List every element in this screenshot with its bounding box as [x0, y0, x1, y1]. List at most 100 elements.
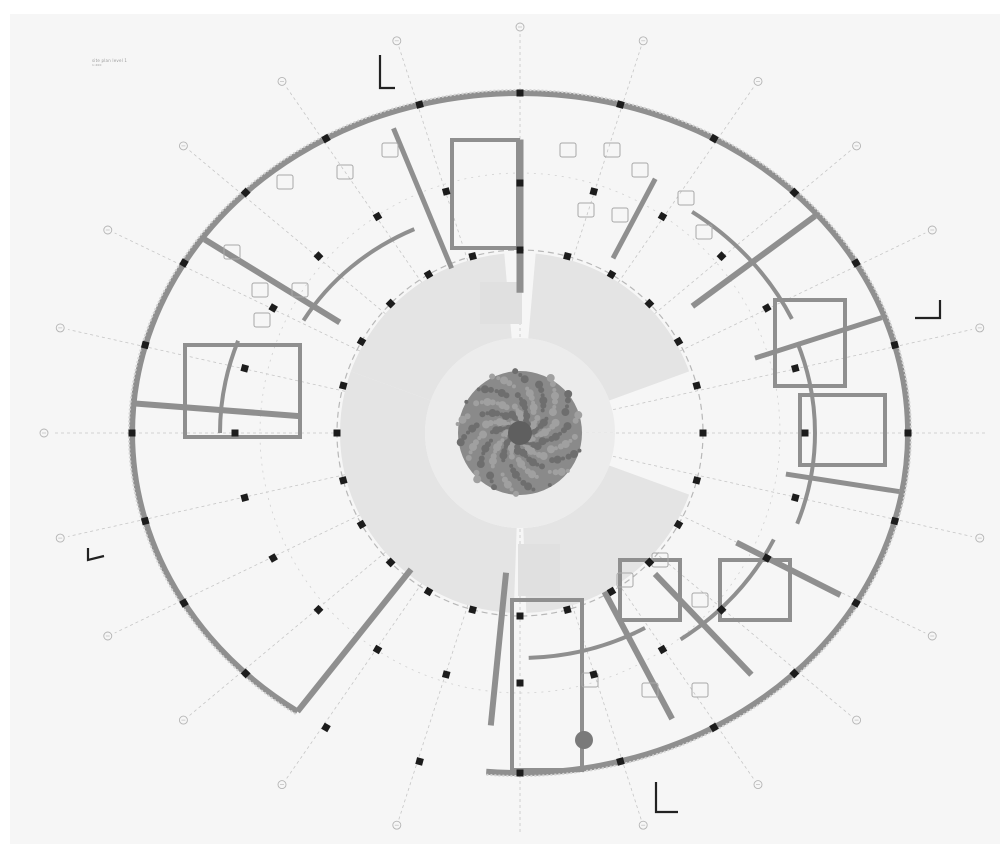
tree-leaf-mass — [499, 451, 508, 460]
tree-leaf-mass — [492, 426, 501, 435]
tree-leaf-mass — [479, 411, 486, 418]
structural-column — [313, 604, 324, 615]
structural-column — [699, 429, 707, 437]
tree-trunk — [508, 421, 532, 445]
tree-leaf-mass — [532, 451, 537, 456]
structural-column — [516, 769, 524, 777]
tree-leaf-mass — [548, 408, 557, 417]
furniture-block — [251, 282, 269, 298]
furniture-block — [276, 174, 294, 190]
structural-column — [589, 187, 599, 196]
furniture-block — [559, 142, 577, 158]
tree-leaf-mass — [577, 448, 582, 453]
structural-column — [268, 553, 278, 563]
concentric-wall — [795, 341, 817, 525]
tree-leaf-mass — [553, 446, 558, 451]
grid-bubble — [392, 820, 402, 830]
tree-leaf-mass — [511, 403, 518, 410]
structural-columns — [128, 89, 912, 777]
grid-axis-line — [577, 329, 973, 418]
furniture-block — [691, 682, 709, 698]
tree-leaf-mass — [458, 415, 467, 424]
grid-axis-line — [577, 448, 973, 537]
tree-leaf-mass — [539, 396, 548, 405]
tree-leaf-mass — [511, 470, 520, 479]
tree-leaf-mass — [488, 438, 493, 443]
tree-leaf-mass — [533, 419, 538, 424]
tree-leaf-mass — [507, 443, 516, 452]
tree-leaf-mass — [499, 412, 504, 417]
tree-leaf-mass — [477, 436, 482, 441]
grid-axis-line — [571, 232, 926, 404]
tree-leaf-mass — [549, 457, 556, 464]
tree-leaf-mass — [523, 454, 528, 459]
tree-leaf-mass — [515, 408, 520, 413]
tree-leaf-mass — [509, 450, 514, 455]
courtyard-entry-paving — [480, 282, 522, 324]
grid-axis-line — [114, 462, 469, 634]
structural-column — [385, 557, 396, 568]
grid-bubble — [277, 780, 287, 790]
tree-leaf-mass — [552, 388, 557, 393]
partition-wall — [203, 236, 342, 325]
grid-bubbles — [39, 22, 985, 830]
tree-leaf-mass — [487, 386, 494, 393]
room-outline — [450, 138, 520, 250]
tree-leaf-mass — [476, 460, 485, 469]
structural-column — [606, 586, 617, 597]
tree-leaf-mass — [545, 438, 550, 443]
partition-wall — [610, 177, 658, 260]
furniture-block — [253, 312, 271, 328]
tree-leaf-mass — [539, 452, 548, 461]
furniture-block — [381, 142, 399, 158]
structural-column — [468, 251, 477, 261]
tree-leaf-mass — [488, 457, 497, 466]
furniture-block — [223, 244, 241, 260]
structural-column — [356, 519, 367, 530]
grid-bubble — [55, 323, 65, 333]
structural-column — [516, 246, 524, 254]
courtyard-paving — [340, 371, 517, 613]
structural-column — [179, 258, 189, 268]
section-marker — [378, 55, 395, 90]
structural-column — [657, 211, 668, 222]
tree-leaf-mass — [501, 458, 506, 463]
grid-axis-line — [114, 232, 469, 404]
section-markers — [86, 55, 942, 814]
section-marker — [915, 300, 942, 320]
tree-leaf-mass — [538, 437, 547, 446]
concentric-wall — [301, 227, 416, 322]
grid-bubble — [975, 323, 985, 333]
tree-leaf-mass — [500, 376, 509, 385]
structural-column — [516, 89, 524, 97]
tree-leaf-mass — [461, 434, 468, 441]
furniture-block — [291, 282, 309, 298]
structural-column — [516, 612, 524, 620]
tree-leaf-mass — [489, 373, 496, 380]
structural-column — [231, 429, 239, 437]
partition-wall — [601, 590, 675, 721]
grid-bubble — [515, 22, 525, 32]
tree-leaf-mass — [482, 420, 491, 429]
tree-leaf-mass — [508, 410, 517, 419]
structural-column — [372, 644, 383, 655]
structural-column — [468, 605, 477, 615]
structural-column — [338, 476, 348, 485]
tree-leaf-mass — [547, 469, 552, 474]
tree-leaf-mass — [468, 424, 477, 433]
partition-wall — [295, 567, 414, 714]
tree-leaf-mass — [557, 431, 562, 436]
tree-leaf-mass — [565, 468, 570, 473]
tree-leaf-mass — [503, 480, 512, 489]
structural-column — [616, 100, 625, 109]
tree-leaf-mass — [539, 463, 546, 470]
structural-column — [789, 668, 800, 679]
courtyard-paving — [523, 465, 690, 613]
concentric-wall — [691, 210, 794, 320]
tree-leaf-mass — [563, 422, 572, 431]
tree-leaf-mass — [540, 393, 545, 398]
structural-column — [716, 251, 727, 262]
tree-leaf-mass — [481, 451, 486, 456]
tree-leaf-mass — [465, 454, 472, 461]
tree-leaf-mass — [551, 398, 558, 405]
